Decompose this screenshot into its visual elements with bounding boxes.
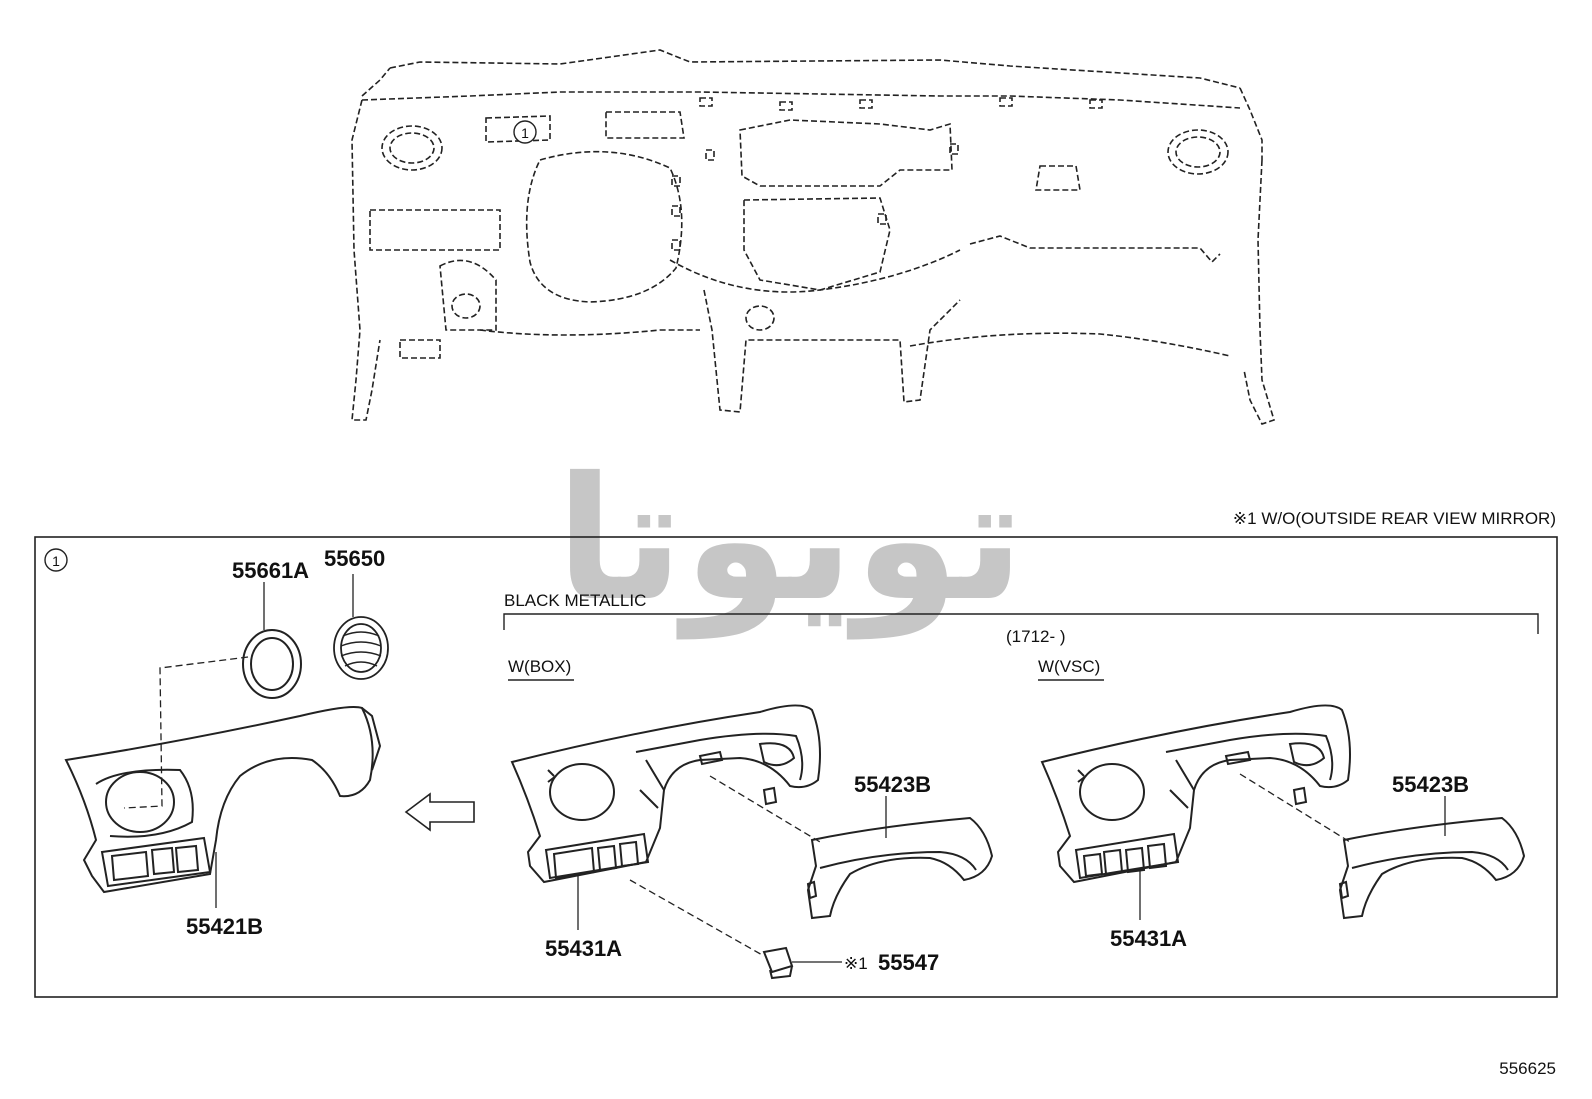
drawing-id: 556625 [1499, 1059, 1556, 1078]
grille-part [333, 616, 389, 680]
right-cover-dash-leader [1239, 773, 1351, 843]
detail-callout: 1 [44, 548, 68, 572]
part-number-center-panel: 55431A [545, 936, 622, 961]
part-number-right-cover: 55423B [1392, 772, 1469, 797]
instrument-panel-overview [351, 49, 1275, 425]
subvariant-vsc-label: W(VSC) [1038, 657, 1100, 676]
date-range: (1712- ) [1006, 627, 1066, 646]
center-panel-part [510, 704, 821, 884]
part-number-grille: 55650 [324, 546, 385, 571]
left-panel-part [64, 706, 382, 894]
watermark: تويوتا [556, 441, 1025, 640]
part-number-center-cover: 55423B [854, 772, 931, 797]
variant-bracket [503, 613, 1539, 634]
center-cover-part [806, 816, 994, 920]
switch-cover-dash-leader [629, 879, 765, 957]
right-cover-part [1338, 816, 1526, 920]
part-number-switch-cover: 55547 [878, 950, 939, 975]
part-number-right-panel: 55431A [1110, 926, 1187, 951]
variant-label: BLACK METALLIC [504, 591, 646, 610]
detail-callout-number: 1 [52, 553, 60, 569]
detail-frame [34, 536, 1558, 998]
ring-part [242, 629, 302, 699]
subvariant-box-label: W(BOX) [508, 657, 571, 676]
part-number-left-panel: 55421B [186, 914, 263, 939]
switch-cover-note: ※1 [844, 954, 868, 973]
part-number-ring: 55661A [232, 558, 309, 583]
footnote-text: ※1 W/O(OUTSIDE REAR VIEW MIRROR) [1233, 509, 1556, 528]
right-panel-part [1040, 704, 1351, 884]
overview-callout: 1 [513, 120, 537, 144]
left-panel-dash-leader [123, 656, 249, 809]
overview-callout-number: 1 [521, 125, 529, 141]
switch-cover-part [762, 946, 794, 980]
direction-arrow [404, 792, 475, 832]
